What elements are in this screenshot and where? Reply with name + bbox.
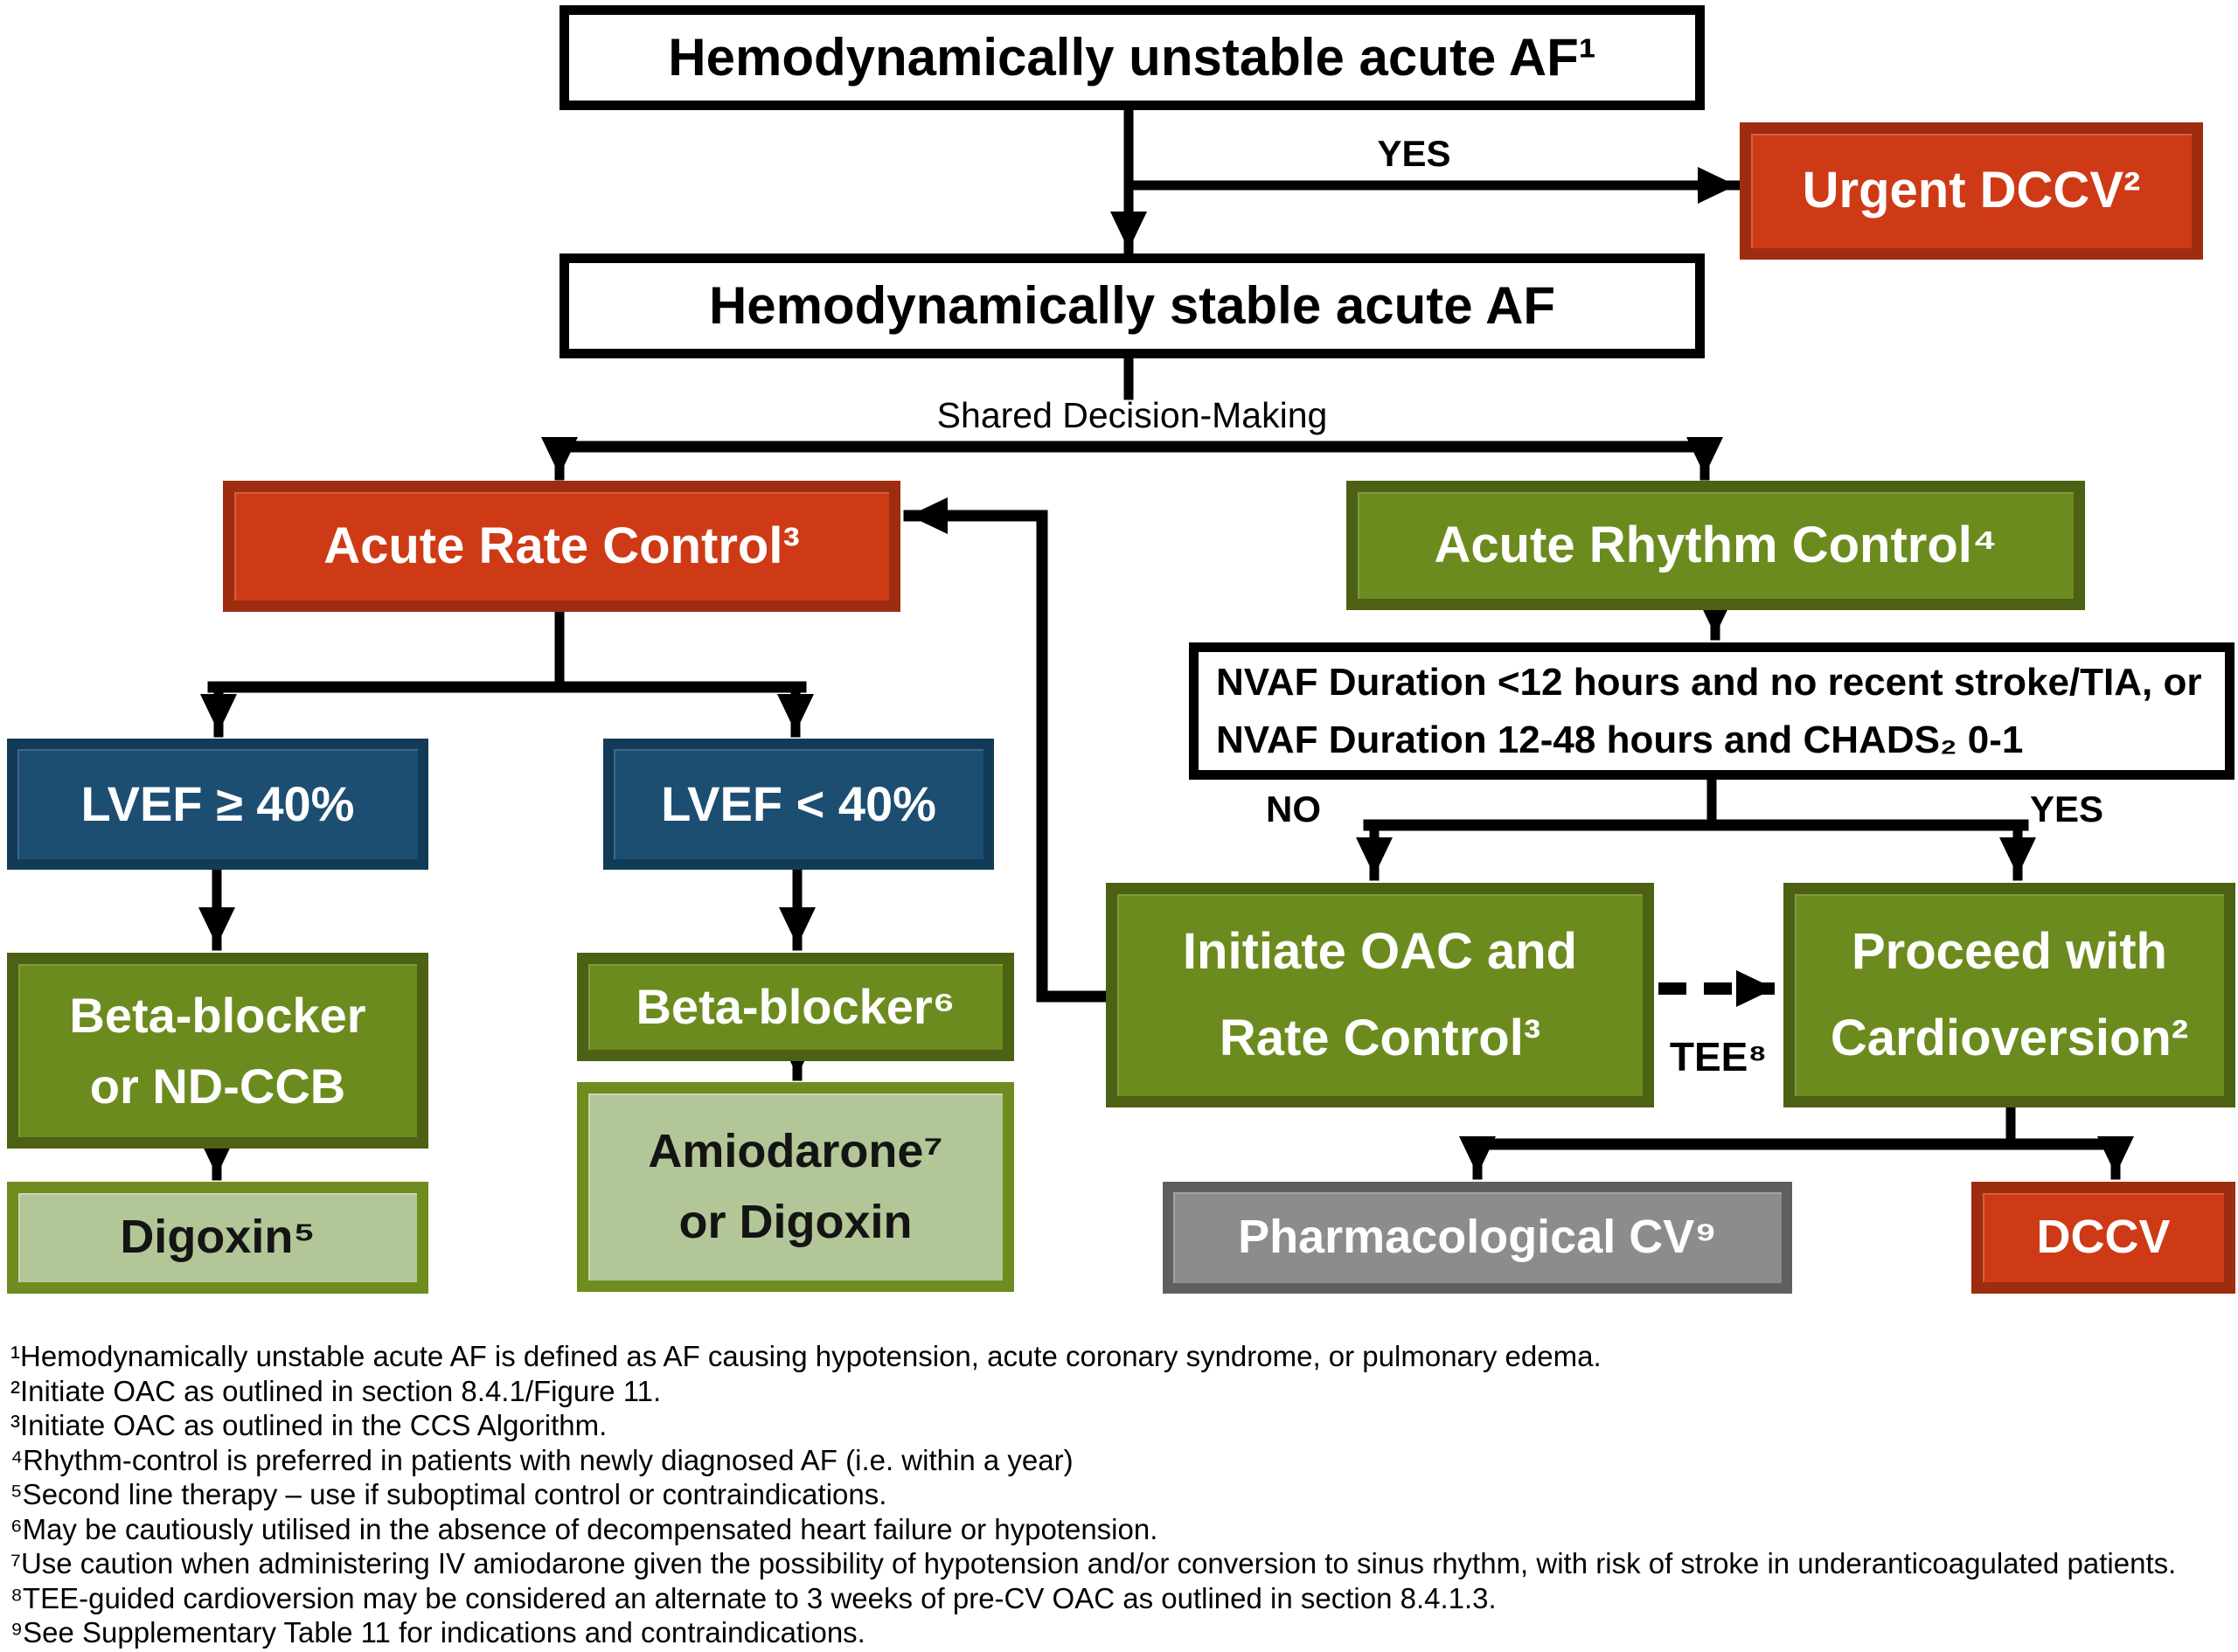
node-label: Pharmacological CV⁹ <box>1238 1211 1717 1264</box>
node-label: LVEF < 40% <box>661 775 936 831</box>
node-pharmacological-cv: Pharmacological CV⁹ <box>1163 1182 1792 1294</box>
node-acute-rhythm-control: Acute Rhythm Control⁴ <box>1346 481 2085 610</box>
node-lvef-lt-40: LVEF < 40% <box>603 739 994 870</box>
node-label: Rate Control³ <box>1219 1009 1541 1066</box>
node-label: Beta-blocker⁶ <box>636 978 956 1034</box>
node-label: NVAF Duration <12 hours and no recent st… <box>1216 660 2202 704</box>
footnote-line: ⁷Use caution when administering IV amiod… <box>10 1547 2177 1579</box>
footnote-line: ⁸TEE-guided cardioversion may be conside… <box>10 1581 1497 1614</box>
connector-lines <box>198 107 2134 1181</box>
node-beta-blocker-ndccb: Beta-blocker or ND-CCB <box>7 953 428 1149</box>
node-digoxin: Digoxin⁵ <box>7 1182 428 1294</box>
node-label: Acute Rhythm Control⁴ <box>1434 516 1998 573</box>
node-label: Hemodynamically unstable acute AF¹ <box>668 28 1596 87</box>
node-initiate-oac-rate-control: Initiate OAC and Rate Control³ <box>1106 883 1654 1107</box>
node-label: Beta-blocker <box>69 987 366 1043</box>
node-beta-blocker-6: Beta-blocker⁶ <box>577 953 1014 1061</box>
node-nvaf-duration: NVAF Duration <12 hours and no recent st… <box>1189 642 2235 780</box>
footnote-line: ⁹See Supplementary Table 11 for indicati… <box>10 1616 865 1649</box>
label-yes-top: YES <box>1377 133 1451 174</box>
label-tee: TEE⁸ <box>1669 1034 1768 1079</box>
footnote-line: ³Initiate OAC as outlined in the CCS Alg… <box>10 1409 608 1441</box>
label-no: NO <box>1266 788 1321 829</box>
node-urgent-dccv: Urgent DCCV² <box>1740 122 2203 260</box>
node-label: Digoxin⁵ <box>120 1211 316 1264</box>
node-label: DCCV <box>2036 1211 2171 1264</box>
node-lvef-ge-40: LVEF ≥ 40% <box>7 739 428 870</box>
node-dccv: DCCV <box>1971 1182 2235 1294</box>
node-label: Amiodarone⁷ <box>648 1125 943 1177</box>
footnotes: ¹Hemodynamically unstable acute AF is de… <box>10 1339 2235 1650</box>
node-label: Proceed with <box>1852 922 2167 980</box>
node-label: NVAF Duration 12-48 hours and CHADS₂ 0-1 <box>1216 718 2024 761</box>
label-shared-decision-making: Shared Decision-Making <box>936 395 1328 435</box>
node-label: or Digoxin <box>678 1196 913 1248</box>
node-label: Urgent DCCV² <box>1802 162 2141 219</box>
footnote-line: ⁴Rhythm-control is preferred in patients… <box>10 1443 1074 1476</box>
footnote-line: ²Initiate OAC as outlined in section 8.4… <box>10 1374 662 1407</box>
footnote-line: ¹Hemodynamically unstable acute AF is de… <box>10 1340 1602 1372</box>
node-label: or ND-CCB <box>89 1059 346 1114</box>
footnote-line: ⁶May be cautiously utilised in the absen… <box>10 1512 1158 1545</box>
node-amiodarone-digoxin: Amiodarone⁷ or Digoxin <box>577 1082 1014 1292</box>
node-label: Acute Rate Control³ <box>323 517 800 574</box>
node-stable-af: Hemodynamically stable acute AF <box>560 253 1705 358</box>
footnote-line: ⁵Second line therapy – use if suboptimal… <box>10 1478 887 1510</box>
node-label: Initiate OAC and <box>1182 922 1578 980</box>
label-yes-right: YES <box>2030 788 2104 829</box>
node-acute-rate-control: Acute Rate Control³ <box>223 481 900 612</box>
node-label: Cardioversion² <box>1830 1009 2189 1066</box>
node-label: LVEF ≥ 40% <box>80 775 355 831</box>
node-proceed-cardioversion: Proceed with Cardioversion² <box>1783 883 2235 1107</box>
node-unstable-af: Hemodynamically unstable acute AF¹ <box>560 5 1705 110</box>
node-label: Hemodynamically stable acute AF <box>708 276 1556 336</box>
